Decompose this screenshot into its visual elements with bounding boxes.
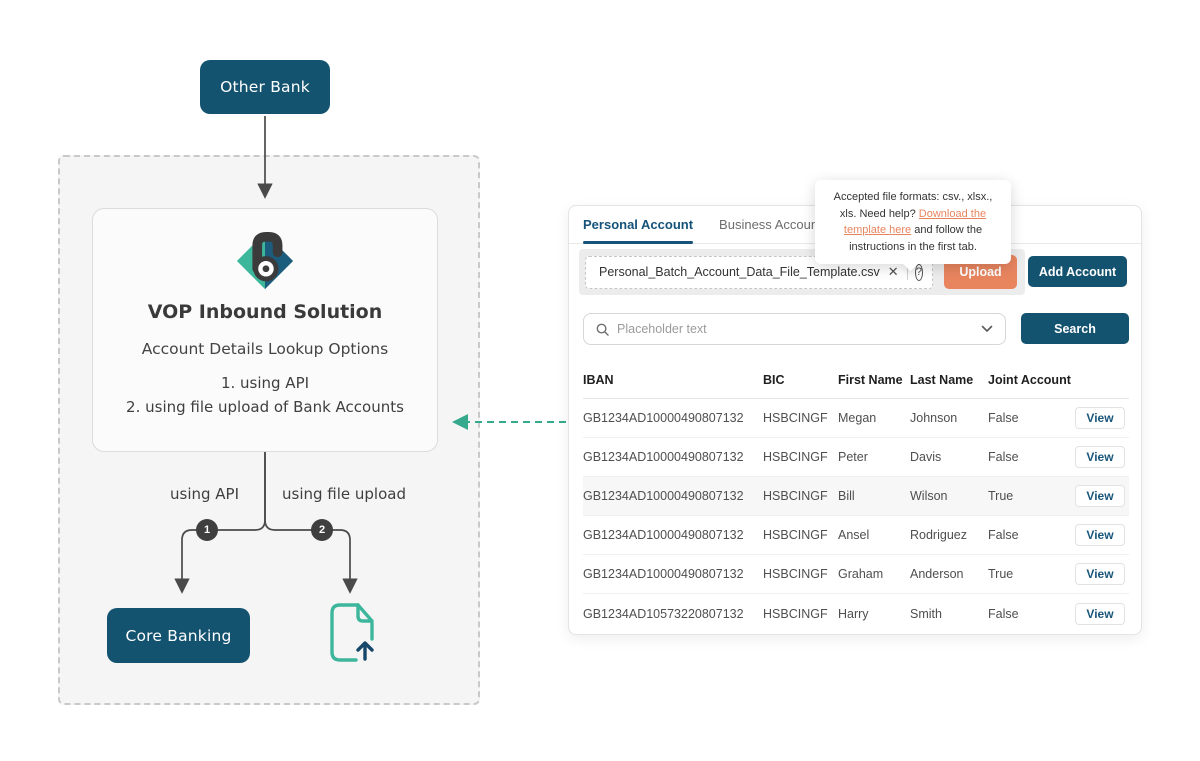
cell-first-name: Ansel [838,528,870,542]
cell-iban: GB1234AD10000490807132 [583,489,744,503]
cell-last-name: Smith [910,606,942,621]
cell-joint: False [988,528,1019,542]
cell-first-name: Peter [838,450,868,464]
view-button[interactable]: View [1075,446,1125,468]
vop-logo-icon [93,230,437,292]
solution-card: VOP Inbound Solution Account Details Loo… [92,208,438,452]
branch-number-2-badge: 2 [311,519,333,541]
table-row: GB1234AD10000490807132 HSBCINGF Graham A… [583,555,1129,594]
download-template-link[interactable]: Download the template here [843,207,987,237]
tooltip-text-before: Accepted file formats: csv., xlsx., xls.… [833,191,993,220]
branch-number-1-badge: 1 [196,519,218,541]
cell-bic: HSBCINGF [763,567,828,581]
chevron-down-icon[interactable] [981,325,993,333]
cell-bic: HSBCINGF [763,450,828,464]
cell-iban: GB1234AD10000490807132 [583,450,744,464]
other-bank-node: Other Bank [200,60,330,114]
table-row: GB1234AD10000490807132 HSBCINGF Ansel Ro… [583,516,1129,555]
cell-joint: False [988,606,1019,621]
file-upload-icon [325,600,381,673]
help-icon[interactable]: ? [914,263,923,281]
view-button[interactable]: View [1075,407,1125,429]
cell-first-name: Bill [838,489,855,503]
tab-personal-account[interactable]: Personal Account [583,206,694,244]
tooltip-text-after: and follow the instructions in the first… [849,224,983,253]
selected-filename: Personal_Batch_Account_Data_File_Templat… [599,265,880,279]
cell-iban: GB1234AD10000490807132 [583,528,744,542]
header-first-name: First Name [838,372,903,387]
cell-first-name: Graham [838,567,884,581]
search-button[interactable]: Search [1021,313,1129,344]
cell-first-name: Megan [838,411,877,425]
cell-first-name: Harry [838,606,869,621]
add-account-button[interactable]: Add Account [1028,256,1127,287]
account-panel: Personal Account Business Account Person… [568,205,1142,635]
cell-joint: True [988,567,1014,581]
cell-joint: False [988,411,1019,425]
cell-last-name: Rodriguez [910,528,967,542]
tab-business-account[interactable]: Business Account [719,217,822,232]
upload-help-tooltip: Accepted file formats: csv., xlsx., xls.… [815,180,1011,272]
lookup-option-2: 2. using file upload of Bank Accounts [126,398,404,416]
cell-bic: HSBCINGF [763,411,828,425]
search-row: Placeholder text Search [583,313,1129,345]
branch-label-api: using API [170,485,240,503]
header-bic: BIC [763,372,785,387]
solution-subtitle: Account Details Lookup Options [141,340,389,358]
clear-file-icon[interactable]: ✕ [887,264,899,279]
header-last-name: Last Name [910,372,974,387]
table-row: GB1234AD10573220807132 HSBCINGF Harry Sm… [583,594,1129,633]
view-button[interactable]: View [1075,602,1125,625]
lookup-option-1: 1. using API [220,374,310,392]
table-row: GB1234AD10000490807132 HSBCINGF Peter Da… [583,438,1129,477]
table-row: GB1234AD10000490807132 HSBCINGF Bill Wil… [583,477,1129,516]
branch-label-file-upload: using file upload [282,485,406,503]
cell-iban: GB1234AD10573220807132 [583,606,744,621]
search-input[interactable]: Placeholder text [583,313,1006,345]
search-placeholder: Placeholder text [617,322,707,336]
cell-iban: GB1234AD10000490807132 [583,567,744,581]
cell-bic: HSBCINGF [763,528,828,542]
cell-iban: GB1234AD10000490807132 [583,411,744,425]
cell-bic: HSBCINGF [763,606,828,621]
cell-last-name: Anderson [910,567,964,581]
header-joint-account: Joint Account [988,372,1071,387]
core-banking-node: Core Banking [107,608,250,663]
cell-last-name: Wilson [910,489,948,503]
cell-last-name: Davis [910,450,942,464]
cell-joint: True [988,489,1014,503]
accounts-table: IBAN BIC First Name Last Name Joint Acco… [583,361,1129,633]
table-row: GB1234AD10000490807132 HSBCINGF Megan Jo… [583,399,1129,438]
cell-joint: False [988,450,1019,464]
view-button[interactable]: View [1075,524,1125,546]
cell-bic: HSBCINGF [763,489,828,503]
header-iban: IBAN [583,372,614,387]
solution-title: VOP Inbound Solution [147,301,383,323]
cell-last-name: Johnson [910,411,958,425]
view-button[interactable]: View [1075,563,1125,585]
view-button[interactable]: View [1075,485,1125,507]
search-icon [596,323,609,336]
table-header-row: IBAN BIC First Name Last Name Joint Acco… [583,361,1129,399]
